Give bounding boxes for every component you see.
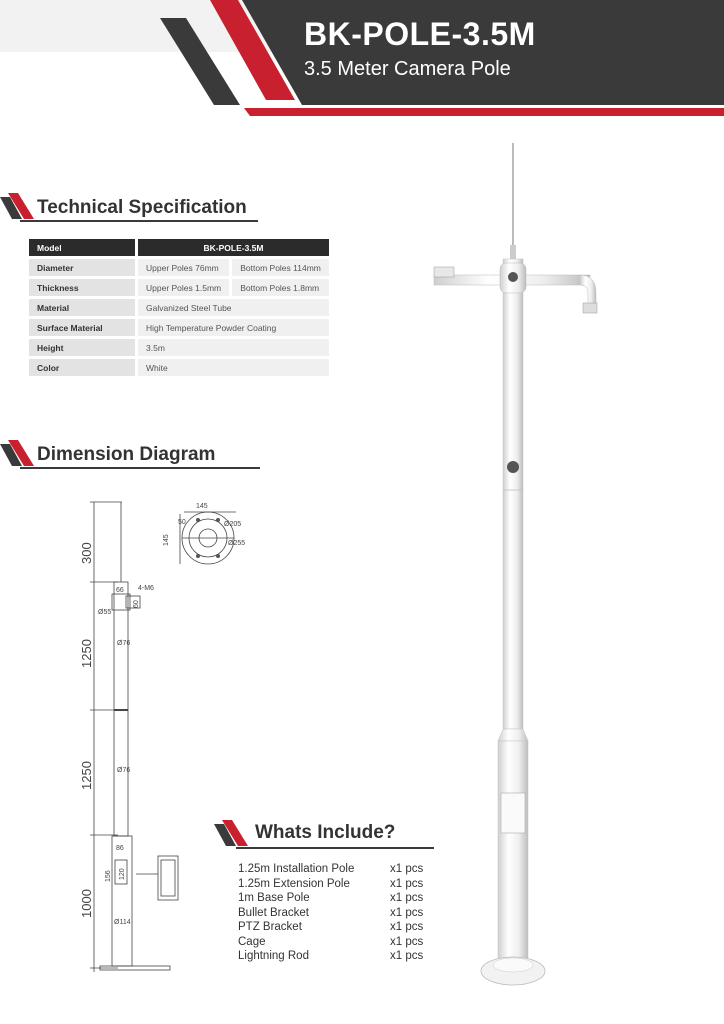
includes-section-underline (236, 847, 434, 849)
include-qty: x1 pcs (390, 906, 424, 919)
include-name: 1m Base Pole (238, 892, 310, 904)
width-label: 86 (116, 845, 124, 852)
diameter-label: Ø55 (98, 609, 111, 616)
include-name: Cage (238, 935, 266, 948)
spec-row-value: Galvanized Steel Tube (138, 299, 329, 316)
dimension-section-underline (20, 467, 260, 469)
spec-row-label: Thickness (29, 279, 135, 296)
flange-label: 145 (196, 503, 208, 510)
flange-label: Ø255 (228, 540, 245, 547)
list-item: 1.25m Extension Pole x1 pcs (238, 877, 438, 892)
include-qty: x1 pcs (390, 935, 424, 948)
spec-row-label: Material (29, 299, 135, 316)
list-item: 1.25m Installation Pole x1 pcs (238, 862, 438, 877)
spec-row: Color White (29, 359, 329, 376)
diameter-label: Ø76 (117, 640, 130, 647)
list-item: Cage x1 pcs (238, 935, 438, 950)
dimension-section-title: Dimension Diagram (37, 444, 216, 465)
spec-row-label: Color (29, 359, 135, 376)
spec-row: Thickness Upper Poles 1.5mm Bottom Poles… (29, 279, 329, 296)
flange-label: Ø205 (224, 521, 241, 528)
width-label: 66 (116, 587, 124, 594)
spec-row: Diameter Upper Poles 76mm Bottom Poles 1… (29, 259, 329, 276)
spec-row-value: White (138, 359, 329, 376)
spec-row-value: Bottom Poles 114mm (232, 259, 329, 276)
spec-section-underline (20, 220, 258, 222)
dimension-segment-label: 1000 (79, 889, 94, 918)
spec-row-value: High Temperature Powder Coating (138, 319, 329, 336)
include-qty: x1 pcs (390, 877, 424, 890)
includes-section-heading: Whats Include? (214, 820, 436, 852)
spec-header-value: BK-POLE-3.5M (138, 239, 329, 256)
pole-product-image (433, 143, 598, 986)
include-name: PTZ Bracket (238, 921, 302, 933)
spec-row-value: Upper Poles 1.5mm (138, 279, 230, 296)
spec-header-label: Model (29, 239, 135, 256)
height-label: 120 (119, 868, 126, 880)
spec-section-title: Technical Specification (37, 197, 247, 218)
chevron-accent-icon (214, 820, 248, 846)
diameter-label: Ø114 (114, 919, 131, 926)
list-item: Lightning Rod x1 pcs (238, 949, 438, 964)
list-item: 1m Base Pole x1 pcs (238, 891, 438, 906)
dimension-section-heading: Dimension Diagram (0, 440, 262, 472)
list-item: Bullet Bracket x1 pcs (238, 906, 438, 921)
height-label: 156 (105, 870, 112, 882)
diameter-label: Ø76 (117, 767, 130, 774)
spec-header-row: Model BK-POLE-3.5M (29, 239, 329, 256)
spec-row-label: Height (29, 339, 135, 356)
list-item: PTZ Bracket x1 pcs (238, 920, 438, 935)
height-label: 60 (133, 600, 140, 608)
include-qty: x1 pcs (390, 892, 424, 904)
spec-section-heading: Technical Specification (0, 193, 260, 225)
spec-row-value: Bottom Poles 1.8mm (232, 279, 329, 296)
product-title: BK-POLE-3.5M (304, 16, 536, 52)
spec-row: Material Galvanized Steel Tube (29, 299, 329, 316)
include-qty: x1 pcs (390, 921, 424, 933)
spec-row-value: Upper Poles 76mm (138, 259, 230, 276)
dimension-segment-label: 300 (79, 542, 94, 564)
includes-section-title: Whats Include? (255, 822, 396, 843)
flange-label: 50 (178, 519, 186, 526)
spec-table: Model BK-POLE-3.5M Diameter Upper Poles … (26, 236, 332, 379)
spec-row-label: Diameter (29, 259, 135, 276)
includes-list: 1.25m Installation Pole x1 pcs 1.25m Ext… (238, 862, 438, 964)
include-qty: x1 pcs (390, 863, 424, 875)
include-qty: x1 pcs (390, 950, 424, 962)
dimension-segment-label: 1250 (79, 639, 94, 668)
spec-row-value: 3.5m (138, 339, 329, 356)
spec-row: Height 3.5m (29, 339, 329, 356)
include-name: 1.25m Extension Pole (238, 877, 350, 890)
bolt-label: 4-M6 (138, 585, 154, 592)
dimension-segment-label: 1250 (79, 761, 94, 790)
spec-row-label: Surface Material (29, 319, 135, 336)
include-name: Lightning Rod (238, 950, 309, 962)
chevron-accent-icon (0, 193, 34, 219)
spec-row: Surface Material High Temperature Powder… (29, 319, 329, 336)
dimension-diagram: 300 1250 1250 1000 Ø76 Ø76 Ø114 Ø55 66 4… (79, 501, 245, 972)
include-name: Bullet Bracket (238, 906, 309, 919)
header-banner (0, 0, 724, 116)
chevron-accent-icon (0, 440, 34, 466)
flange-label: 145 (163, 534, 170, 546)
include-name: 1.25m Installation Pole (238, 863, 355, 875)
product-subtitle: 3.5 Meter Camera Pole (304, 58, 511, 80)
